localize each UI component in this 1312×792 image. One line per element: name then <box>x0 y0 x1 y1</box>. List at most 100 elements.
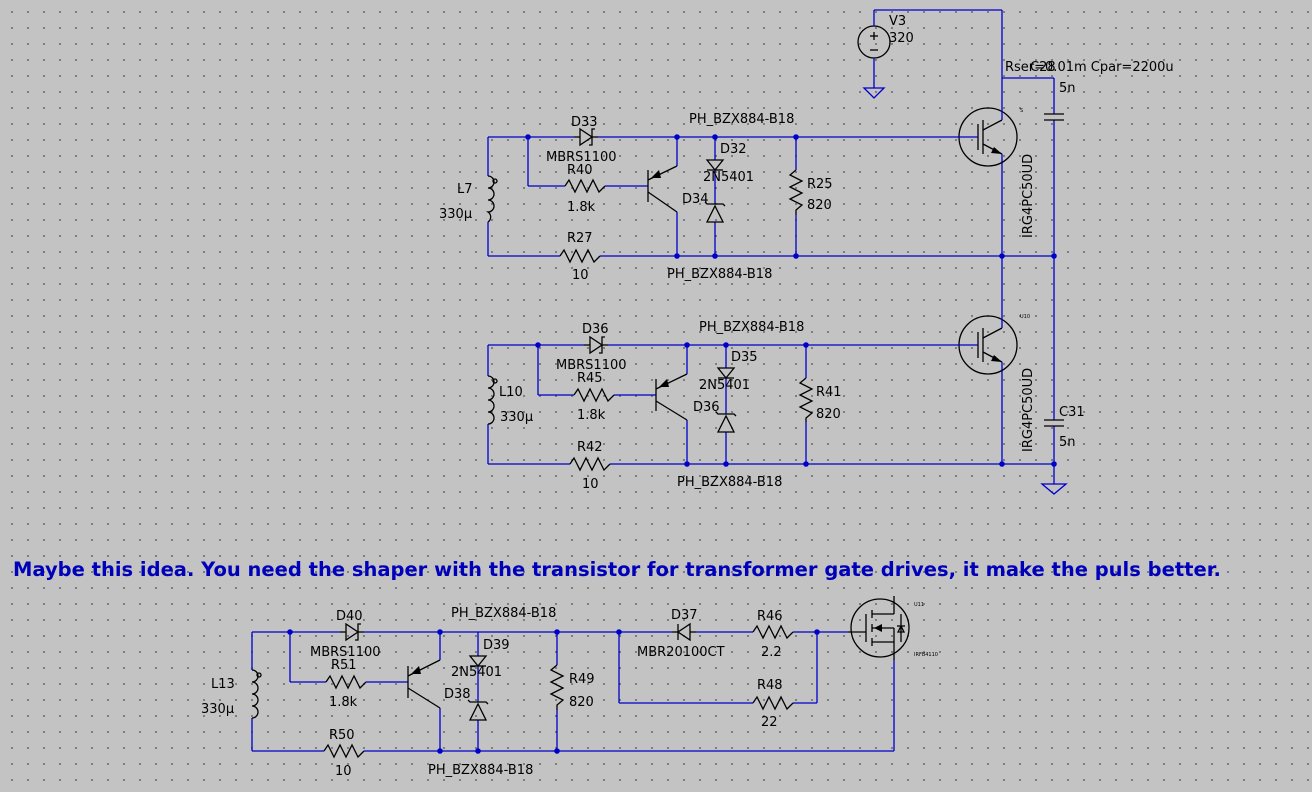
resistor-r51[interactable] <box>325 674 367 690</box>
zener-diode-top[interactable] <box>704 201 726 223</box>
schottky-diode-d40[interactable] <box>340 622 364 642</box>
igbt-bottom[interactable] <box>950 315 1018 375</box>
r41-name: R41 <box>816 385 842 400</box>
power-stage: V3 320 Rser=0.01m Cpar=2200u C28 5n C31 … <box>857 9 1174 495</box>
v3-value: 320 <box>889 31 914 46</box>
r25-name: R25 <box>807 177 833 192</box>
resistor-r49[interactable] <box>549 664 565 710</box>
d33-model: MBRS1100 <box>546 150 617 165</box>
driver-top: D33 MBRS1100 R40 1.8k PH_BZX884-B18 D32 … <box>439 112 1002 283</box>
d36-model: MBRS1100 <box>556 358 627 373</box>
d33-name: D33 <box>571 115 598 130</box>
inductor-l13[interactable] <box>251 669 262 719</box>
inductor-l10[interactable] <box>487 375 498 425</box>
zener-bottom-label-middle: PH_BZX884-B18 <box>677 475 782 490</box>
mosfet-u11[interactable] <box>848 596 910 660</box>
r51-value: 1.8k <box>329 695 358 710</box>
diode-d39[interactable] <box>468 655 488 668</box>
d32-name: D32 <box>720 142 747 157</box>
zener-bottom-name: D38 <box>444 687 471 702</box>
resistor-r42[interactable] <box>569 456 611 472</box>
r40-name: R40 <box>567 163 593 178</box>
r27-value: 10 <box>572 268 589 283</box>
capacitor-c28[interactable] <box>1044 113 1064 121</box>
r45-name: R45 <box>577 371 603 386</box>
zener-top-label-bottom: PH_BZX884-B18 <box>451 606 556 621</box>
l10-value: 330μ <box>500 410 533 425</box>
d40-name: D40 <box>336 609 363 624</box>
capacitor-c31[interactable] <box>1044 419 1064 427</box>
diode-d35[interactable] <box>716 367 736 380</box>
r46-name: R46 <box>757 609 783 624</box>
zener-diode-bottom[interactable] <box>467 699 489 721</box>
r49-value: 820 <box>569 695 594 710</box>
resistor-r48[interactable] <box>752 695 794 711</box>
c28-name: C28 <box>1030 60 1056 75</box>
resistor-r46[interactable] <box>752 624 794 640</box>
mosfet-tag: U11 <box>914 602 924 608</box>
d35-model: 2N5401 <box>699 378 750 393</box>
zener-diode-middle[interactable] <box>715 411 737 433</box>
voltage-source-v3[interactable] <box>857 10 891 99</box>
resistor-r41[interactable] <box>798 377 814 422</box>
schottky-diode-d36[interactable] <box>584 335 608 355</box>
driver-bottom: U11 IRFB4110 D40 MBRS1100 R51 1.8k PH_BZ… <box>201 596 938 779</box>
zener-top-name: D34 <box>682 192 709 207</box>
annotation-note: Maybe this idea. You need the shaper wit… <box>13 558 1221 581</box>
r48-value: 22 <box>761 715 778 730</box>
igbt-top-tag: S <box>1020 108 1023 114</box>
r41-value: 820 <box>816 407 841 422</box>
r25-value: 820 <box>807 198 832 213</box>
resistor-r45[interactable] <box>573 387 615 403</box>
igbt-bottom-tag: U10 <box>1020 314 1030 320</box>
r40-value: 1.8k <box>567 200 596 215</box>
d39-model: 2N5401 <box>451 665 502 680</box>
transistor-pnp-top[interactable] <box>647 165 678 213</box>
r46-value: 2.2 <box>761 645 782 660</box>
c31-value: 5n <box>1059 435 1076 450</box>
d37-model: MBR20100CT <box>637 645 725 660</box>
l13-name: L13 <box>211 677 235 692</box>
diode-d32[interactable] <box>705 159 725 172</box>
zener-top-label-middle: PH_BZX884-B18 <box>699 320 804 335</box>
mosfet-model: IRFB4110 <box>914 652 938 658</box>
zener-bottom-label-bottom: PH_BZX884-B18 <box>428 763 533 778</box>
v3-name: V3 <box>889 14 906 29</box>
d36-name: D36 <box>582 322 609 337</box>
r48-name: R48 <box>757 678 783 693</box>
c28-value: 5n <box>1059 81 1076 96</box>
c31-name: C31 <box>1059 405 1085 420</box>
d32-model: 2N5401 <box>703 170 754 185</box>
igbt-bottom-model: IRG4PC50UD <box>1021 368 1036 452</box>
l7-value: 330μ <box>439 207 472 222</box>
transistor-pnp-middle[interactable] <box>655 373 688 421</box>
d35-name: D35 <box>731 350 758 365</box>
r50-value: 10 <box>335 764 352 779</box>
inductor-l7[interactable] <box>485 175 498 223</box>
r27-name: R27 <box>567 231 593 246</box>
r42-value: 10 <box>582 477 599 492</box>
d40-model: MBRS1100 <box>310 645 381 660</box>
d37-name: D37 <box>671 608 698 623</box>
schottky-diode-d33[interactable] <box>574 127 598 147</box>
diode-d37[interactable] <box>672 622 696 642</box>
zener-middle-name: D36 <box>693 400 720 415</box>
resistor-r27[interactable] <box>559 248 601 264</box>
igbt-top-model: IRG4PC50UD <box>1021 154 1036 238</box>
zener-bottom-label-top: PH_BZX884-B18 <box>667 267 772 282</box>
igbt-top[interactable] <box>950 107 1018 167</box>
r42-name: R42 <box>577 440 603 455</box>
driver-middle: D36 MBRS1100 R45 1.8k PH_BZX884-B18 D35 … <box>487 320 1005 492</box>
resistor-r50[interactable] <box>323 743 365 759</box>
l13-value: 330μ <box>201 702 234 717</box>
d39-name: D39 <box>483 638 510 653</box>
r51-name: R51 <box>331 658 357 673</box>
r49-name: R49 <box>569 672 595 687</box>
resistor-r25[interactable] <box>788 169 804 215</box>
resistor-r40[interactable] <box>564 178 606 194</box>
r45-value: 1.8k <box>577 408 606 423</box>
l7-name: L7 <box>457 182 473 197</box>
r50-name: R50 <box>329 728 355 743</box>
transistor-pnp-bottom[interactable] <box>407 659 441 709</box>
